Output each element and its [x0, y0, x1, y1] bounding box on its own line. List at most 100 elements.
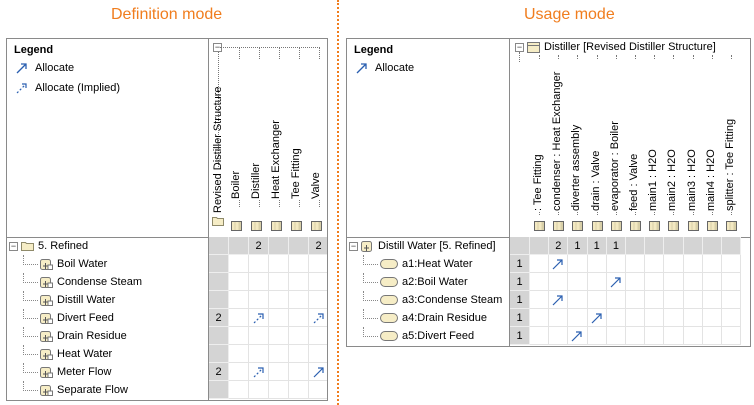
matrix-cell[interactable]	[549, 309, 569, 327]
matrix-cell[interactable]	[530, 273, 550, 291]
matrix-cell[interactable]	[269, 273, 289, 291]
tree-row[interactable]: Drain Residue	[23, 327, 127, 345]
matrix-cell[interactable]	[309, 273, 327, 291]
collapse-toggle[interactable]: −	[515, 42, 524, 52]
matrix-cell[interactable]	[606, 255, 626, 273]
matrix-cell[interactable]	[530, 327, 550, 345]
column-header-label[interactable]: Valve	[310, 59, 322, 199]
matrix-cell[interactable]	[309, 363, 327, 381]
matrix-cell[interactable]	[530, 309, 550, 327]
matrix-cell[interactable]	[568, 291, 588, 309]
matrix-cell[interactable]	[249, 291, 269, 309]
matrix-cell[interactable]	[229, 381, 249, 399]
matrix-cell[interactable]	[289, 273, 309, 291]
matrix-cell[interactable]	[269, 345, 289, 363]
matrix-cell[interactable]	[606, 327, 626, 345]
matrix-cell[interactable]	[568, 309, 588, 327]
matrix-cell[interactable]	[626, 255, 646, 273]
matrix-cell[interactable]	[664, 273, 684, 291]
column-header-label[interactable]: diverter assembly	[570, 59, 583, 211]
column-header-label[interactable]: Tee Fitting	[290, 59, 302, 199]
matrix-cell[interactable]	[702, 291, 722, 309]
matrix-cell[interactable]	[549, 291, 569, 309]
matrix-cell[interactable]	[530, 291, 550, 309]
matrix-cell[interactable]	[587, 309, 607, 327]
matrix-cell[interactable]	[549, 255, 569, 273]
matrix-cell[interactable]	[568, 327, 588, 345]
matrix-cell[interactable]	[229, 327, 249, 345]
matrix-cell[interactable]	[568, 255, 588, 273]
matrix-cell[interactable]	[269, 291, 289, 309]
matrix-cell[interactable]	[289, 255, 309, 273]
allocate-arrow-icon[interactable]	[551, 257, 565, 271]
matrix-cell[interactable]	[229, 363, 249, 381]
tree-row[interactable]: a2:Boil Water	[363, 273, 468, 291]
column-header-label[interactable]: drain : Valve	[589, 59, 602, 211]
matrix-cell[interactable]	[645, 327, 665, 345]
allocate-arrow-icon[interactable]	[609, 275, 623, 289]
tree-row[interactable]: Distill Water	[23, 291, 115, 309]
matrix-cell[interactable]	[229, 273, 249, 291]
matrix-cell[interactable]	[626, 309, 646, 327]
allocate-arrow-icon[interactable]	[312, 365, 326, 379]
matrix-cell[interactable]	[269, 381, 289, 399]
matrix-cell[interactable]	[683, 273, 703, 291]
matrix-cell[interactable]	[229, 255, 249, 273]
tree-row[interactable]: Boil Water	[23, 255, 107, 273]
column-header-label[interactable]: : Tee Fitting	[532, 59, 544, 211]
matrix-cell[interactable]	[549, 273, 569, 291]
matrix-cell[interactable]	[249, 327, 269, 345]
matrix-cell[interactable]	[664, 291, 684, 309]
matrix-cell[interactable]	[683, 255, 703, 273]
matrix-cell[interactable]	[309, 345, 327, 363]
matrix-cell[interactable]	[664, 309, 684, 327]
column-header-label[interactable]: Boiler	[230, 59, 242, 199]
allocate-implied-arrow-icon[interactable]	[312, 311, 326, 325]
tree-row[interactable]: Heat Water	[23, 345, 112, 363]
matrix-cell[interactable]	[249, 255, 269, 273]
matrix-cell[interactable]	[683, 291, 703, 309]
matrix-cell[interactable]	[289, 345, 309, 363]
matrix-cell[interactable]	[645, 255, 665, 273]
matrix-cell[interactable]	[289, 327, 309, 345]
matrix-cell[interactable]	[645, 291, 665, 309]
allocate-arrow-icon[interactable]	[590, 311, 604, 325]
matrix-cell[interactable]	[249, 381, 269, 399]
matrix-cell[interactable]	[549, 327, 569, 345]
matrix-cell[interactable]	[702, 273, 722, 291]
column-header-label[interactable]: main3 : H2O	[685, 59, 698, 211]
tree-row[interactable]: Meter Flow	[23, 363, 111, 381]
matrix-cell[interactable]	[664, 255, 684, 273]
collapse-toggle[interactable]: −	[9, 240, 18, 251]
matrix-cell[interactable]	[702, 255, 722, 273]
matrix-cell[interactable]	[289, 291, 309, 309]
matrix-cell[interactable]	[683, 327, 703, 345]
allocate-implied-arrow-icon[interactable]	[252, 365, 266, 379]
allocate-arrow-icon[interactable]	[551, 293, 565, 307]
column-header-label[interactable]: Heat Exchanger	[270, 59, 282, 199]
matrix-cell[interactable]	[568, 273, 588, 291]
tree-root-row[interactable]: − Distill Water [5. Refined]	[349, 237, 496, 255]
matrix-cell[interactable]	[722, 291, 742, 309]
column-header-label[interactable]: main4 : H2O	[704, 59, 717, 211]
matrix-cell[interactable]	[309, 291, 327, 309]
matrix-cell[interactable]	[722, 327, 742, 345]
matrix-cell[interactable]	[289, 309, 309, 327]
matrix-cell[interactable]	[229, 309, 249, 327]
matrix-cell[interactable]	[664, 327, 684, 345]
matrix-cell[interactable]	[587, 255, 607, 273]
column-header-label[interactable]: main1 : H2O	[647, 59, 660, 211]
matrix-cell[interactable]	[722, 309, 742, 327]
matrix-cell[interactable]	[722, 273, 742, 291]
tree-root-row[interactable]: − 5. Refined	[9, 237, 88, 255]
tree-row[interactable]: a3:Condense Steam	[363, 291, 502, 309]
tree-row[interactable]: a5:Divert Feed	[363, 327, 474, 345]
matrix-cell[interactable]	[587, 291, 607, 309]
matrix-cell[interactable]	[309, 309, 327, 327]
matrix-cell[interactable]	[289, 363, 309, 381]
matrix-cell[interactable]	[606, 273, 626, 291]
matrix-cell[interactable]	[269, 327, 289, 345]
collapse-toggle[interactable]: −	[349, 240, 358, 251]
tree-row[interactable]: Divert Feed	[23, 309, 114, 327]
matrix-cell[interactable]	[606, 291, 626, 309]
